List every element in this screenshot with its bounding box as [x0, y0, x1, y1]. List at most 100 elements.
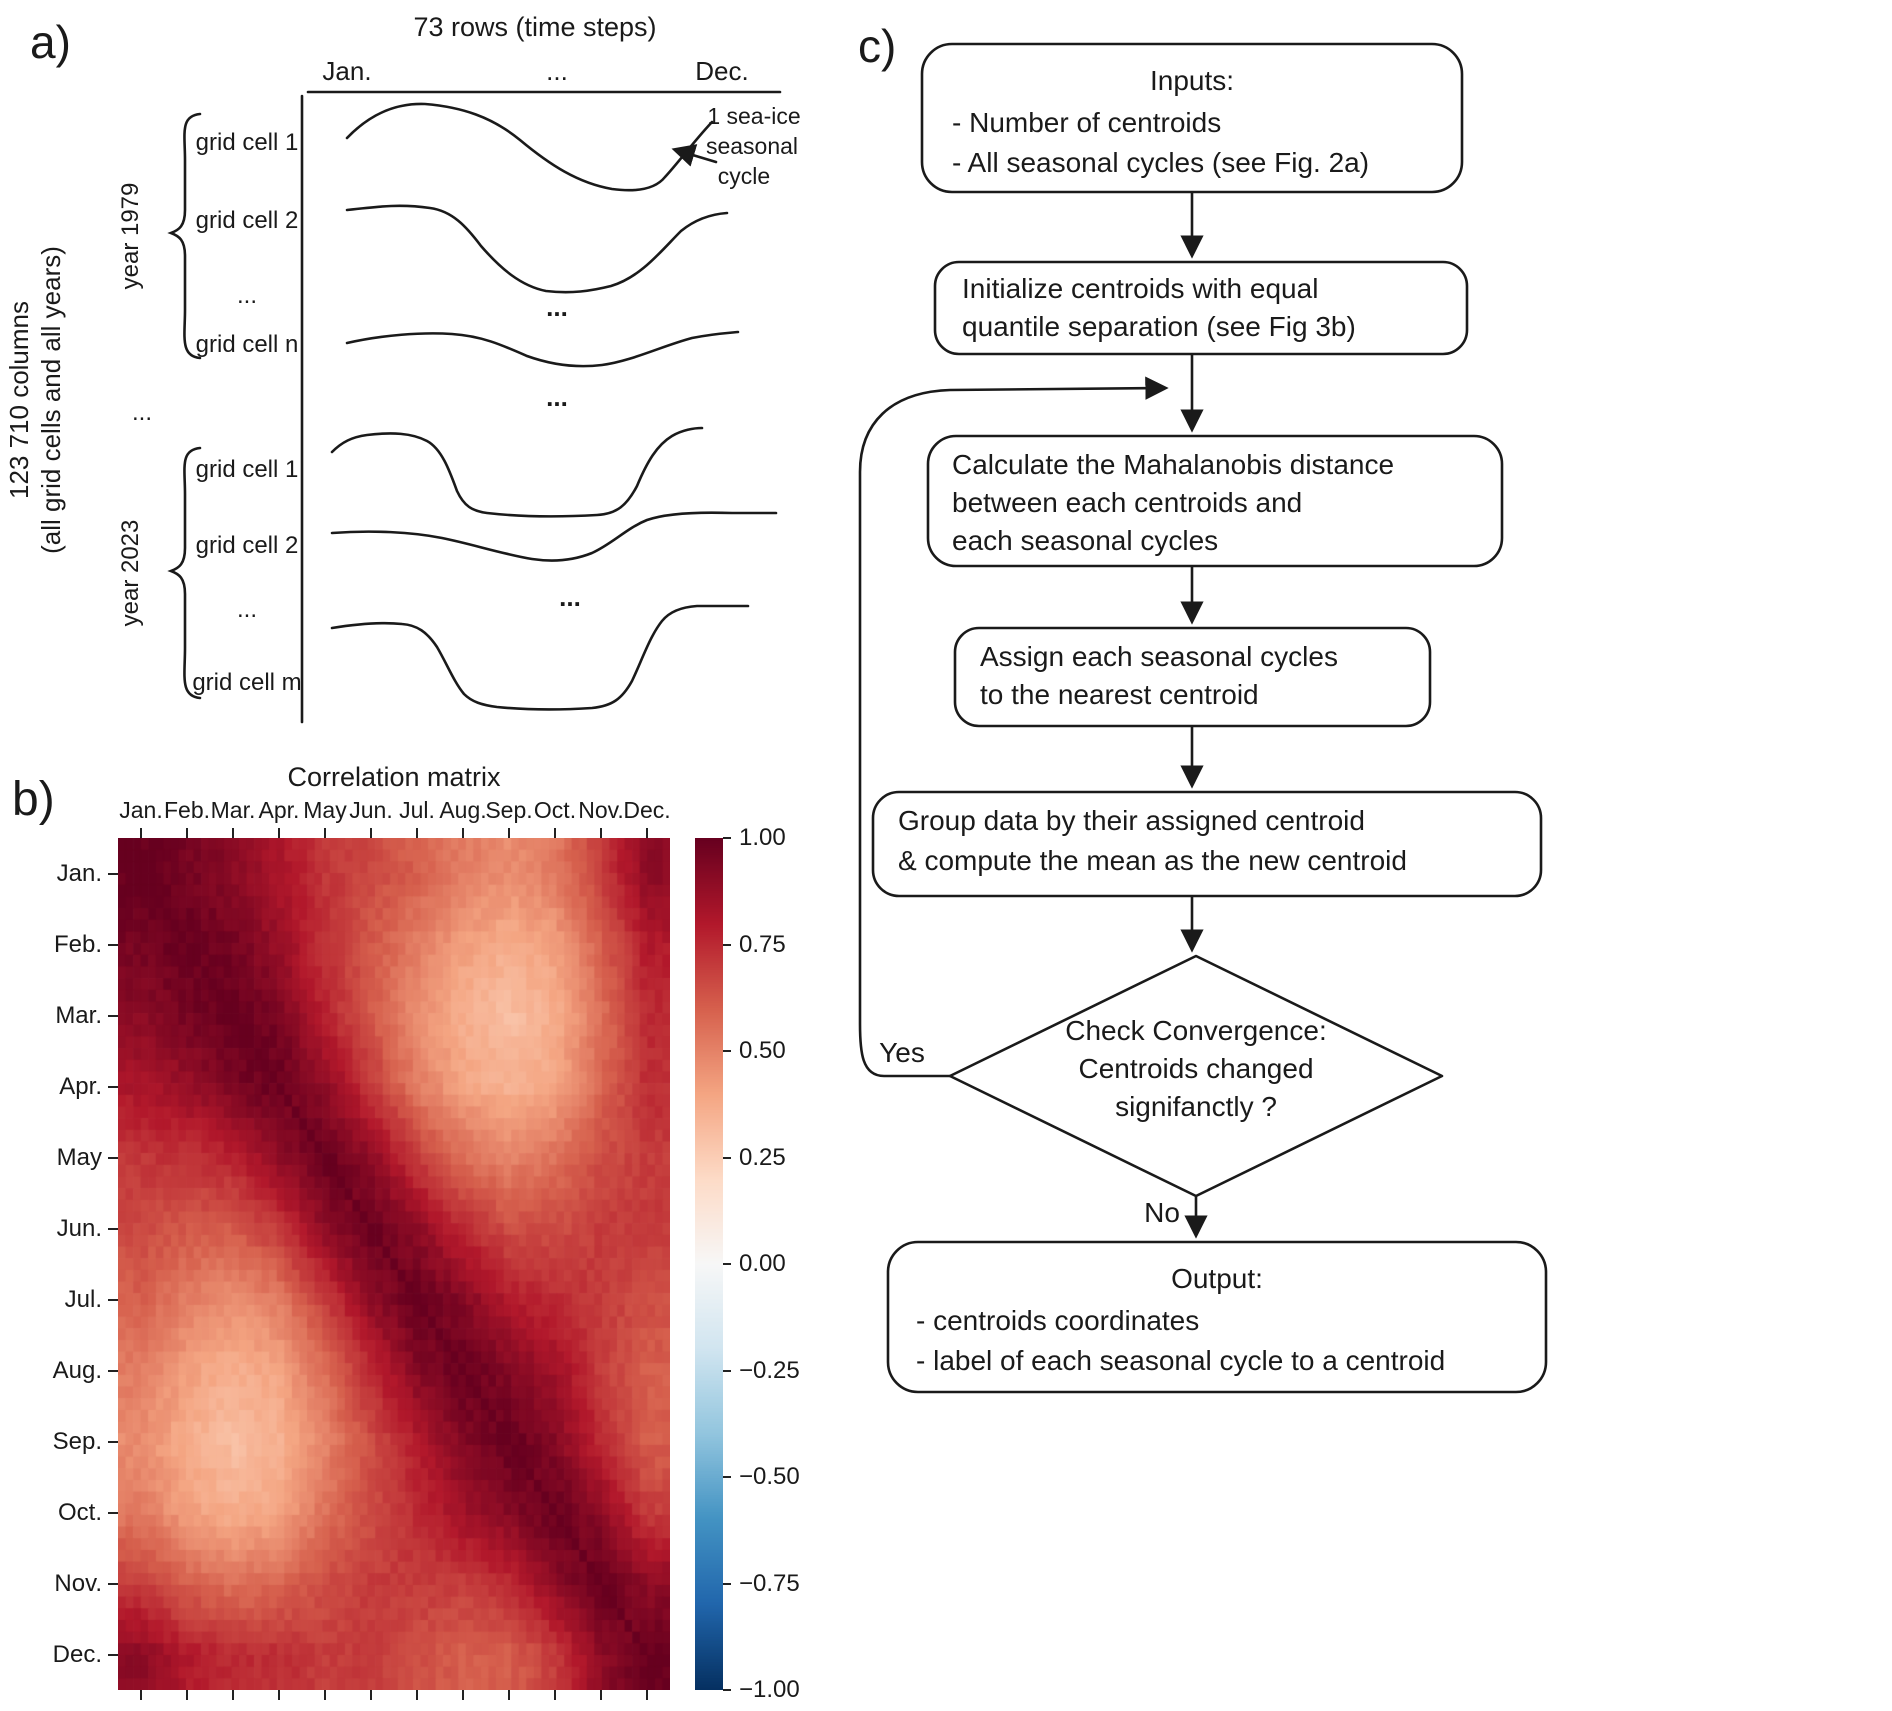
flow-text-line: Group data by their assigned centroid: [898, 805, 1365, 836]
colorbar-tick-label: −0.75: [739, 1569, 800, 1597]
curves-dots: ...: [546, 292, 568, 322]
annotation-arrow: [671, 144, 718, 167]
panel-c-label: c): [858, 20, 896, 72]
flow-text-line: signifanctly ?: [1115, 1091, 1277, 1122]
between-years-dots: ...: [132, 399, 152, 426]
axis-tick: [186, 828, 188, 838]
axis-tick: [108, 1582, 118, 1585]
flow-text-line: & compute the mean as the new centroid: [898, 845, 1407, 876]
y-tick-label: Jul.: [64, 1285, 102, 1313]
flow-box-init: [933, 260, 1469, 356]
grid-cell-label: grid cell 2: [196, 207, 299, 234]
axis-tick: [723, 1263, 731, 1265]
annotation-text: seasonal: [706, 133, 798, 159]
axis-tick: [108, 1511, 118, 1514]
colorbar-tick-label: −0.50: [739, 1463, 800, 1490]
axis-tick: [554, 1690, 556, 1700]
colorbar-tick-label: 0.25: [739, 1143, 786, 1171]
axis-tick: [723, 1156, 731, 1159]
colorbar-tick-label: 0.00: [739, 1250, 786, 1277]
axis-tick: [554, 828, 556, 838]
x-tick-label: Mar.: [210, 797, 256, 823]
flow-box-group: [871, 790, 1543, 898]
flow-box-distance: [926, 434, 1504, 568]
axis-tick-dec: Dec.: [695, 56, 748, 86]
brace-1979: [167, 112, 202, 360]
x-tick-label: Feb.: [163, 797, 211, 823]
axis-tick: [508, 828, 510, 838]
curves-dots: ...: [546, 382, 568, 412]
axis-tick: [140, 828, 142, 838]
axis-tick: [416, 828, 418, 838]
y-tick-label: Dec.: [52, 1640, 102, 1668]
rows-axis-title: 73 rows (time steps): [413, 12, 656, 42]
axis-tick-jan: Jan.: [322, 56, 371, 86]
flow-text-line: - All seasonal cycles (see Fig. 2a): [952, 147, 1369, 178]
axis-tick: [232, 1690, 234, 1700]
curves-dots: ...: [559, 582, 581, 612]
colorbar-tick-label: 0.75: [739, 930, 786, 958]
axis-tick: [108, 1227, 118, 1230]
axis-tick: [723, 1476, 731, 1478]
x-tick-label: Jun.: [349, 797, 393, 823]
axis-tick: [108, 1653, 118, 1656]
flow-text-line: Calculate the Mahalanobis distance: [952, 449, 1394, 480]
flow-box-output: [886, 1240, 1548, 1394]
seasonal-cycle-curve: [345, 102, 714, 192]
flow-box-inputs: [920, 42, 1464, 194]
colorbar-tick-label: 0.50: [739, 1037, 786, 1064]
axis-tick: [600, 828, 602, 838]
y-tick-label: Jan.: [56, 859, 102, 887]
seasonal-cycle-curve: [345, 330, 740, 368]
y-tick-label: Nov.: [54, 1569, 102, 1597]
flow-loop-yes-path: [858, 376, 1169, 1078]
axis-tick: [600, 1690, 602, 1700]
x-tick-label: Jan.: [119, 797, 163, 823]
axis-tick: [462, 828, 464, 838]
x-tick-label: Apr.: [258, 797, 300, 823]
flow-text-line: between each centroids and: [952, 487, 1302, 518]
y-tick-label: Mar.: [55, 1001, 102, 1029]
y-tick-label: Feb.: [53, 930, 102, 958]
flow-decision-diamond: [948, 954, 1444, 1198]
flow-text-line: Assign each seasonal cycles: [980, 641, 1338, 672]
grid-cell-label: grid cell 2: [196, 532, 299, 559]
x-tick-label: Aug.: [439, 797, 487, 823]
axis-tick: [108, 1014, 118, 1017]
flow-text-line: to the nearest centroid: [980, 679, 1259, 710]
grid-cell-label: grid cell 1: [196, 456, 299, 483]
axis-tick: [108, 1369, 118, 1372]
flow-text-line: Check Convergence:: [1065, 1015, 1326, 1046]
colorbar-tick-label: −1.00: [739, 1676, 800, 1703]
x-tick-label: Dec.: [623, 797, 671, 823]
x-tick-label: Oct.: [533, 797, 577, 823]
colorbar-tick-label: −0.25: [739, 1356, 800, 1384]
flow-text-line: each seasonal cycles: [952, 525, 1218, 556]
x-tick-label: Jul.: [399, 797, 435, 823]
flow-text-line: - Number of centroids: [952, 107, 1221, 138]
seasonal-cycle-curve: [345, 204, 729, 294]
axis-tick: [646, 828, 648, 838]
axis-tick: [416, 1690, 418, 1700]
flow-text-line: Centroids changed: [1078, 1053, 1313, 1084]
flow-text-line: Output:: [1171, 1263, 1263, 1294]
axis-tick: [723, 1050, 731, 1052]
heatmap-title: Correlation matrix: [287, 762, 501, 792]
grid-cell-label: grid cell m: [192, 669, 301, 696]
flow-text-line: Inputs:: [1150, 65, 1234, 96]
axis-tick: [370, 828, 372, 838]
axis-tick: [370, 1690, 372, 1700]
edge-label-no: No: [1144, 1197, 1180, 1228]
axis-tick: [324, 1690, 326, 1700]
columns-label-line1: 123 710 columns: [4, 301, 34, 499]
panel-b-label: b): [12, 773, 55, 826]
y-tick-label: Oct.: [57, 1498, 102, 1526]
axis-tick: [108, 872, 118, 875]
y-tick-label: Jun.: [56, 1214, 102, 1242]
seasonal-cycle-curve: [330, 426, 704, 518]
annotation-text: 1 sea-ice: [707, 103, 800, 129]
flow-text-line: Initialize centroids with equal: [962, 273, 1318, 304]
colorbar-canvas: [695, 838, 723, 1690]
